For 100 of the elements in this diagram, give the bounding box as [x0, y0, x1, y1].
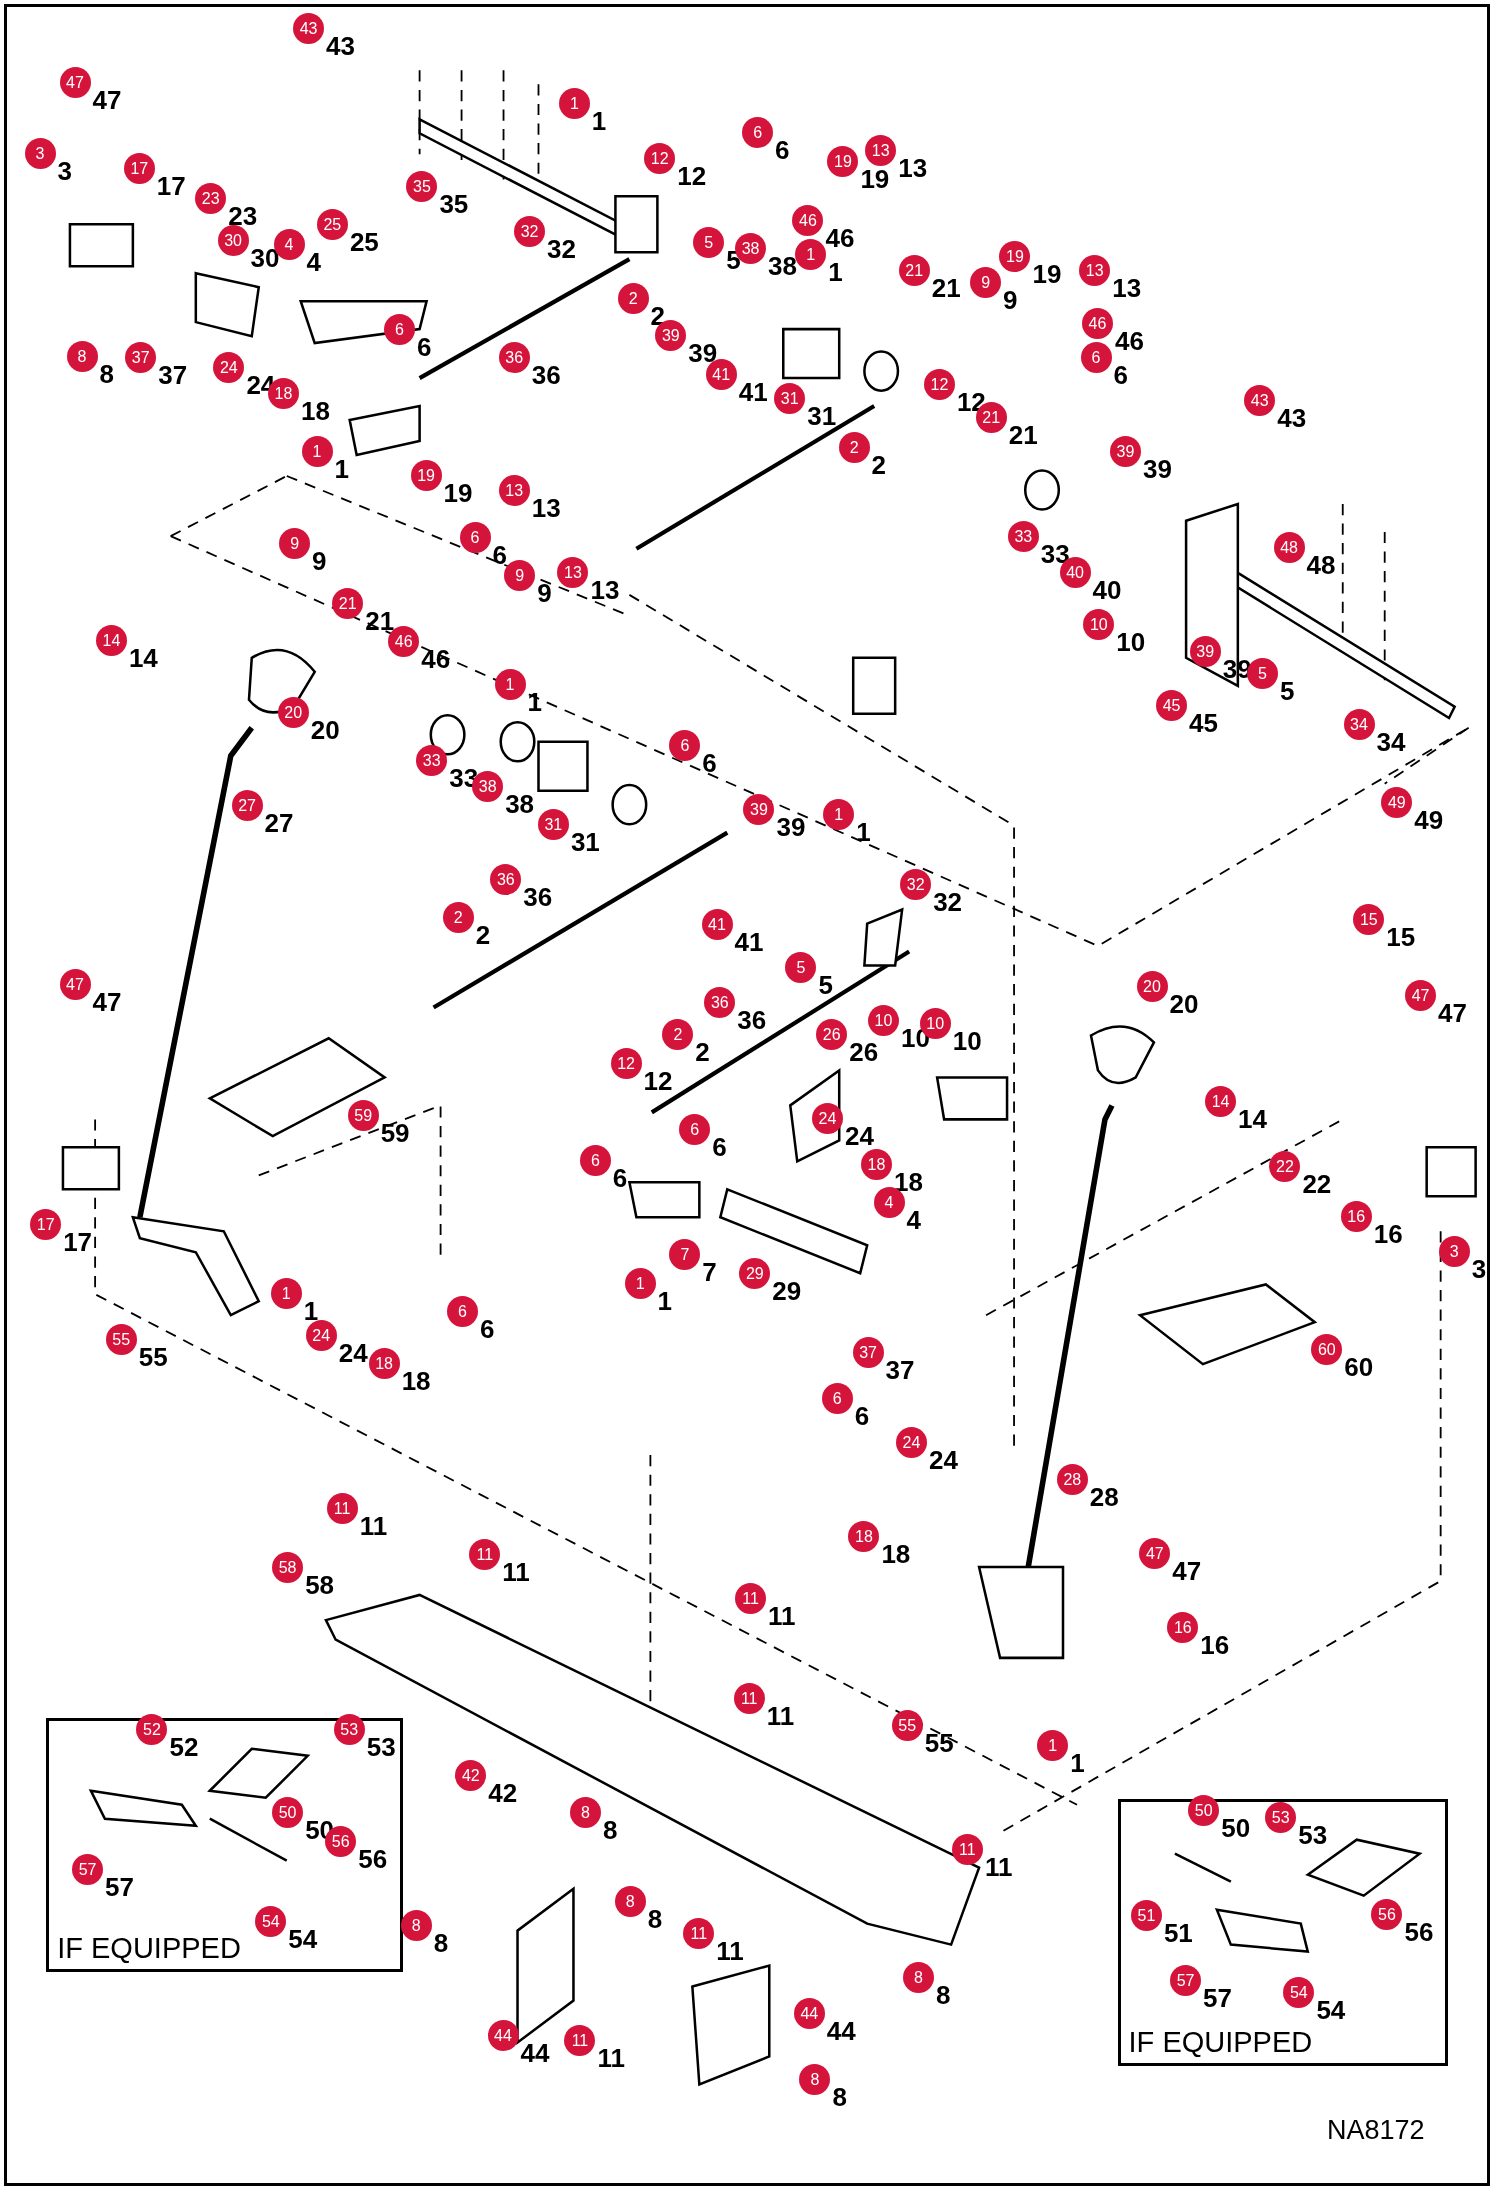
part-number: 31: [570, 829, 600, 856]
part-number: 11: [768, 1602, 796, 1629]
callout-number: 48: [1273, 532, 1305, 564]
part-number: 9: [537, 580, 552, 607]
callout-number: 3: [24, 137, 56, 169]
part-number: 40: [1092, 577, 1122, 604]
part-number: 50: [1221, 1815, 1251, 1842]
callout-number: 31: [774, 382, 806, 414]
callout-number: 10: [867, 1005, 899, 1037]
part-number: 36: [737, 1006, 767, 1033]
part-number: 1: [334, 455, 349, 482]
callout-number: 5: [693, 227, 725, 259]
callout-number: 23: [195, 182, 227, 214]
part-number: 1: [591, 107, 607, 134]
part-number: 43: [326, 33, 356, 60]
part-number: 11: [716, 1938, 744, 1965]
part-number: 24: [928, 1447, 958, 1474]
part-number: 2: [871, 451, 887, 478]
part-number: 56: [1404, 1918, 1434, 1945]
callout-number: 19: [999, 241, 1031, 273]
callout-number: 55: [105, 1323, 137, 1355]
part-number: 46: [1114, 328, 1144, 355]
part-number: 24: [845, 1122, 874, 1149]
callout-number: 17: [30, 1209, 62, 1241]
callout-number: 24: [895, 1427, 927, 1459]
part-number: 6: [702, 749, 717, 776]
callout-number: 43: [1244, 385, 1276, 417]
part-number: 28: [1089, 1483, 1119, 1510]
part-number: 59: [380, 1120, 410, 1147]
callout-number: 25: [316, 209, 348, 241]
callout-number: 50: [272, 1796, 304, 1828]
callout-number: 11: [683, 1918, 715, 1950]
part-number: 3: [1471, 1255, 1487, 1282]
part-number: 7: [702, 1258, 717, 1285]
part-number: 41: [734, 928, 764, 955]
part-number: 11: [597, 2044, 625, 2071]
part-number: 39: [1142, 455, 1172, 482]
drawing-number: NA8172: [1327, 2115, 1425, 2146]
callout-number: 6: [446, 1295, 478, 1327]
callout-number: 2: [617, 283, 649, 315]
callout-number: 6: [459, 522, 491, 554]
callout-number: 32: [514, 216, 546, 248]
part-number: 12: [643, 1068, 673, 1095]
part-number: 54: [288, 1925, 318, 1952]
callout-number: 30: [217, 224, 249, 256]
part-number: 5: [818, 971, 833, 998]
callout-number: 12: [923, 368, 955, 400]
part-number: 12: [677, 163, 707, 190]
callout-number: 14: [95, 624, 127, 656]
part-number: 58: [305, 1571, 335, 1598]
callout-number: 12: [644, 143, 676, 175]
part-number: 10: [952, 1027, 982, 1054]
part-number: 41: [738, 378, 768, 405]
part-number: 53: [1298, 1822, 1328, 1849]
part-number: 25: [349, 229, 379, 256]
part-number: 16: [1373, 1220, 1403, 1247]
part-number: 36: [523, 883, 553, 910]
inset-caption: IF EQUIPPED: [57, 1932, 241, 1966]
callout-number: 1: [823, 799, 855, 831]
part-number: 11: [984, 1854, 1013, 1881]
callout-number: 20: [1136, 971, 1168, 1003]
callout-number: 57: [72, 1854, 104, 1886]
part-number: 22: [1302, 1170, 1332, 1197]
callout-number: 18: [860, 1149, 892, 1181]
callout-number: 11: [564, 2024, 596, 2056]
part-number: 39: [776, 813, 806, 840]
part-number: 56: [358, 1846, 388, 1873]
inset-panel: [46, 1717, 403, 1973]
callout-number: 33: [416, 744, 448, 776]
part-number: 11: [502, 1559, 530, 1586]
part-number: 1: [828, 258, 843, 285]
callout-number: 35: [406, 171, 438, 203]
callout-number: 8: [66, 340, 98, 372]
part-number: 15: [1386, 924, 1416, 951]
part-number: 3: [57, 157, 72, 184]
callout-number: 6: [579, 1144, 611, 1176]
callout-number: 54: [1283, 1977, 1315, 2009]
part-number: 13: [531, 494, 561, 521]
callout-number: 13: [1079, 255, 1111, 287]
callout-number: 2: [662, 1019, 694, 1051]
part-number: 32: [933, 889, 963, 916]
callout-number: 8: [902, 1961, 934, 1993]
callout-number: 18: [848, 1521, 880, 1553]
part-number: 37: [885, 1356, 915, 1383]
callout-number: 28: [1056, 1463, 1088, 1495]
callout-number: 1: [624, 1268, 656, 1299]
callout-number: 45: [1156, 690, 1188, 722]
callout-number: 29: [739, 1258, 771, 1290]
callout-number: 1: [558, 87, 590, 119]
part-number: 14: [128, 644, 158, 671]
callout-number: 7: [669, 1238, 701, 1270]
callout-number: 20: [277, 697, 309, 729]
callout-number: 53: [333, 1714, 365, 1746]
part-number: 6: [775, 136, 790, 163]
callout-number: 47: [59, 968, 91, 1000]
part-number: 45: [1189, 710, 1218, 737]
part-number: 55: [138, 1343, 168, 1370]
callout-number: 46: [1081, 308, 1113, 340]
callout-number: 24: [305, 1319, 337, 1351]
callout-number: 6: [669, 729, 701, 761]
